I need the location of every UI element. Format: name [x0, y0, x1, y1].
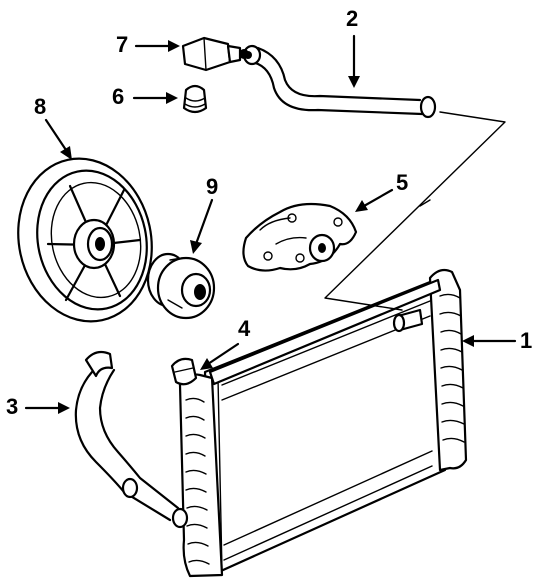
fan-pulley [17, 157, 153, 323]
water-pump-pulley [146, 252, 216, 320]
callout-2: 2 [346, 6, 359, 31]
callout-8: 8 [34, 94, 47, 119]
callout-4: 4 [238, 316, 251, 341]
upper-hose [242, 44, 437, 119]
routing-lines [324, 111, 506, 311]
callout-9: 9 [206, 174, 219, 199]
radiator-cap [182, 84, 208, 114]
callout-7: 7 [116, 32, 129, 57]
callout-3: 3 [6, 394, 19, 419]
water-pump [242, 202, 358, 272]
callout-6: 6 [112, 84, 125, 109]
callout-5: 5 [396, 170, 409, 195]
hose-fitting [181, 36, 249, 72]
callout-arrows [24, 34, 517, 414]
radiator [178, 268, 468, 578]
radiator-sensor [170, 357, 198, 386]
callout-1: 1 [520, 328, 533, 353]
lower-hose [74, 350, 189, 529]
